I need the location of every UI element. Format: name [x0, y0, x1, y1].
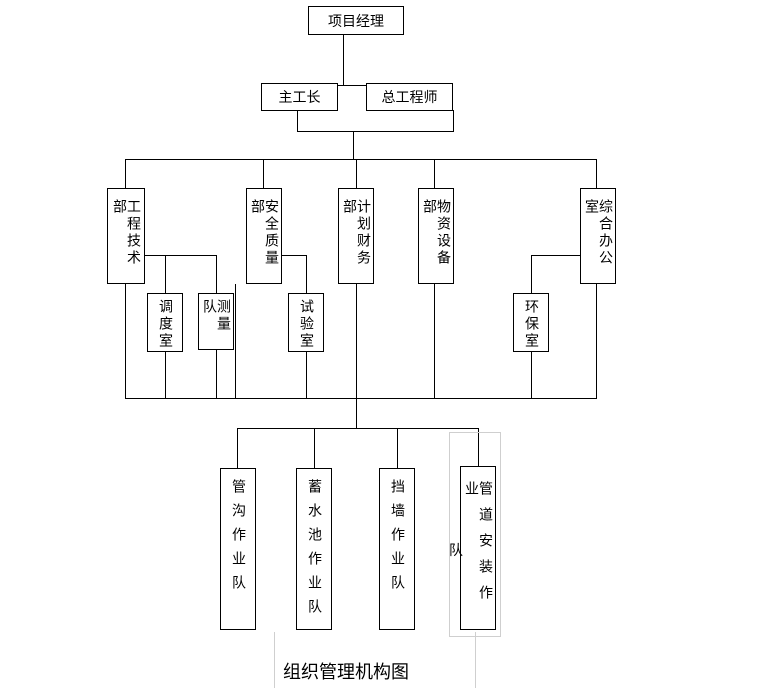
root-box: 项目经理	[308, 6, 404, 35]
dept-label-4: 物资设备部	[421, 199, 451, 267]
team-label-4: 管道安装作业	[463, 481, 493, 611]
stray-character: 队	[449, 543, 463, 559]
subunit-label-4: 环保室	[523, 299, 539, 350]
subunit-label-3: 试验室	[298, 299, 314, 350]
team-box-4: 管道安装作业	[460, 466, 496, 630]
dept-box-4: 物资设备部	[418, 188, 454, 284]
subunit-label-1: 调度室	[157, 299, 173, 350]
team-label-1: 管沟作业队	[230, 479, 246, 599]
diagram-caption: 组织管理机构图	[283, 662, 409, 683]
dept-box-1: 工程技术部	[107, 188, 145, 284]
dept-label-1: 工程技术部	[111, 199, 141, 267]
dept-label-3: 计划财务部	[341, 199, 371, 267]
team-box-2: 蓄水池作业队	[296, 468, 332, 630]
root-label: 项目经理	[328, 13, 384, 30]
deputy-box-2: 总工程师	[366, 83, 453, 111]
dept-box-2: 安全质量部	[246, 188, 282, 284]
team-label-3: 挡墙作业队	[389, 479, 405, 599]
dept-label-5: 综合办公室	[583, 199, 613, 267]
deputy-box-1: 主工长	[261, 83, 338, 111]
faint-frame-caption	[274, 632, 476, 688]
dept-label-2: 安全质量部	[249, 199, 279, 267]
team-box-3: 挡墙作业队	[379, 468, 415, 630]
deputy-label-1: 主工长	[278, 90, 321, 106]
team-box-1: 管沟作业队	[220, 468, 256, 630]
subunit-label-2: 测量队	[201, 299, 231, 333]
dept-box-3: 计划财务部	[338, 188, 374, 284]
subunit-box-4: 环保室	[513, 293, 549, 352]
subunit-box-3: 试验室	[288, 293, 324, 352]
dept-box-5: 综合办公室	[580, 188, 616, 284]
deputy-label-2: 总工程师	[381, 90, 438, 106]
team-label-2: 蓄水池作业队	[306, 479, 322, 623]
subunit-box-1: 调度室	[147, 293, 183, 352]
subunit-box-2: 测量队	[198, 293, 234, 350]
